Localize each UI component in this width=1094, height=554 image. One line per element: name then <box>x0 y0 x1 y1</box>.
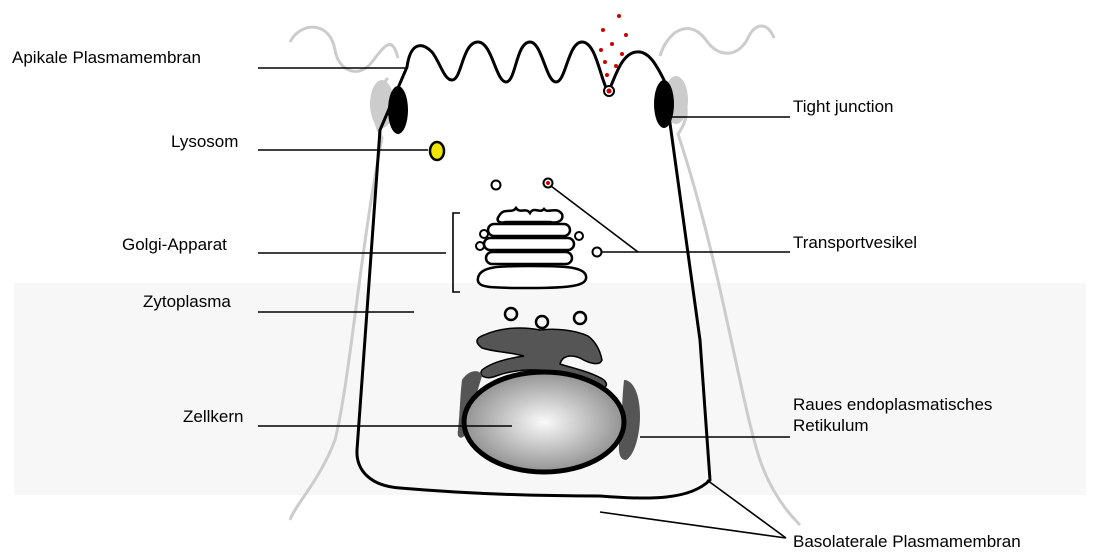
label-tight-junction: Tight junction <box>793 97 893 117</box>
label-apical-plasma-membrane: Apikale Plasmamembran <box>12 48 201 68</box>
transport-vesicle-core <box>546 181 550 185</box>
label-rough-er: Raues endoplasmatisches Retikulum <box>793 394 1083 436</box>
neighbor-junction-shading <box>370 76 688 128</box>
secretory-dots <box>599 14 628 77</box>
label-golgi-apparatus: Golgi-Apparat <box>122 235 227 255</box>
label-nucleus: Zellkern <box>183 407 243 427</box>
label-rough-er-line-2: Retikulum <box>793 415 1083 436</box>
nucleus <box>464 372 624 472</box>
label-basolateral-plasma-membrane: Basolaterale Plasmamembran <box>793 532 1021 552</box>
leader-golgi-bracket <box>453 213 460 292</box>
golgi-apparatus <box>478 208 586 288</box>
lysosome <box>430 142 444 160</box>
label-lysosome: Lysosom <box>171 132 238 152</box>
label-rough-er-line-1: Raues endoplasmatisches <box>793 394 1083 415</box>
label-cytoplasm: Zytoplasma <box>143 292 231 312</box>
exocytosis-vesicle-core <box>607 89 612 94</box>
label-transport-vesicle: Transportvesikel <box>793 233 917 253</box>
leader-basolateral-2 <box>600 512 786 538</box>
tight-junctions <box>388 80 674 134</box>
